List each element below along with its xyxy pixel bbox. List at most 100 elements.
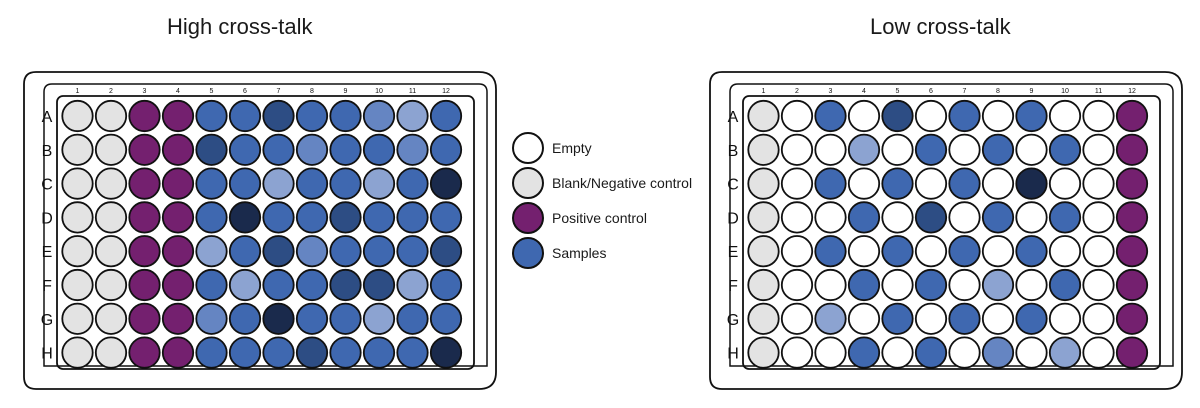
well — [1115, 268, 1149, 302]
well — [1115, 99, 1149, 133]
column-label: 4 — [176, 88, 180, 95]
well — [747, 99, 780, 133]
well — [1048, 133, 1082, 166]
well — [780, 268, 814, 302]
well — [1115, 235, 1149, 268]
well — [396, 201, 429, 234]
well — [429, 235, 463, 268]
well — [881, 336, 914, 369]
well — [295, 167, 329, 200]
column-label: 6 — [929, 88, 933, 95]
column-label: 10 — [375, 88, 383, 95]
well — [814, 235, 847, 268]
well — [161, 201, 195, 234]
well — [747, 302, 780, 335]
row-label: B — [42, 143, 53, 160]
well — [1048, 235, 1082, 268]
well — [94, 302, 128, 335]
well — [429, 268, 463, 302]
plate-title-low: Low cross-talk — [870, 14, 1011, 39]
well — [780, 133, 814, 166]
well — [228, 302, 262, 335]
well — [396, 268, 429, 302]
well — [195, 336, 228, 369]
well — [1082, 167, 1115, 200]
well — [295, 302, 329, 335]
plate-inner-frame — [43, 83, 488, 367]
plate-title-high: High cross-talk — [167, 14, 313, 39]
well — [195, 167, 228, 200]
well — [128, 167, 161, 200]
well — [262, 201, 295, 234]
well — [429, 336, 463, 369]
well — [1048, 201, 1082, 234]
column-label: 3 — [829, 88, 833, 95]
well — [161, 133, 195, 166]
row-label: H — [727, 346, 739, 363]
well — [329, 133, 362, 166]
column-label: 2 — [109, 88, 113, 95]
legend-item-samples: Samples — [512, 235, 692, 270]
well — [747, 235, 780, 268]
well — [161, 99, 195, 133]
legend-swatch-samples — [512, 236, 544, 269]
legend-item-empty: Empty — [512, 130, 692, 165]
well — [1048, 268, 1082, 302]
well — [1015, 268, 1048, 302]
well — [881, 99, 914, 133]
column-label: 8 — [310, 88, 314, 95]
well — [847, 133, 881, 166]
column-label: 5 — [896, 88, 900, 95]
legend-swatch-blank — [512, 166, 544, 199]
legend-swatch-empty — [512, 131, 544, 164]
well — [1015, 133, 1048, 166]
well — [228, 235, 262, 268]
row-label: E — [42, 244, 53, 261]
column-label: 6 — [243, 88, 247, 95]
column-label: 1 — [762, 88, 766, 95]
well — [914, 99, 948, 133]
well — [128, 201, 161, 234]
well — [780, 302, 814, 335]
well — [814, 268, 847, 302]
legend-label: Positive control — [552, 209, 647, 226]
column-label: 12 — [442, 88, 450, 95]
well — [914, 302, 948, 335]
well — [780, 336, 814, 369]
well — [1082, 201, 1115, 234]
well — [195, 133, 228, 166]
well — [881, 235, 914, 268]
well — [161, 336, 195, 369]
well — [61, 133, 94, 166]
well — [396, 167, 429, 200]
row-label: A — [728, 109, 739, 126]
well — [914, 201, 948, 234]
well — [780, 201, 814, 234]
well — [128, 235, 161, 268]
well — [94, 201, 128, 234]
well — [780, 235, 814, 268]
well — [948, 99, 981, 133]
well — [948, 167, 981, 200]
well — [329, 268, 362, 302]
plate-well-area — [56, 95, 475, 370]
well — [780, 99, 814, 133]
well — [295, 201, 329, 234]
well — [295, 268, 329, 302]
well — [295, 336, 329, 369]
well — [362, 302, 396, 335]
well — [1082, 302, 1115, 335]
well — [61, 235, 94, 268]
well — [1048, 167, 1082, 200]
well — [362, 201, 396, 234]
legend-item-blank: Blank/Negative control — [512, 165, 692, 200]
well — [981, 268, 1015, 302]
well — [61, 268, 94, 302]
well — [914, 268, 948, 302]
well — [1082, 336, 1115, 369]
well — [329, 235, 362, 268]
well — [61, 201, 94, 234]
well — [396, 336, 429, 369]
well — [61, 99, 94, 133]
row-label: C — [41, 177, 53, 194]
